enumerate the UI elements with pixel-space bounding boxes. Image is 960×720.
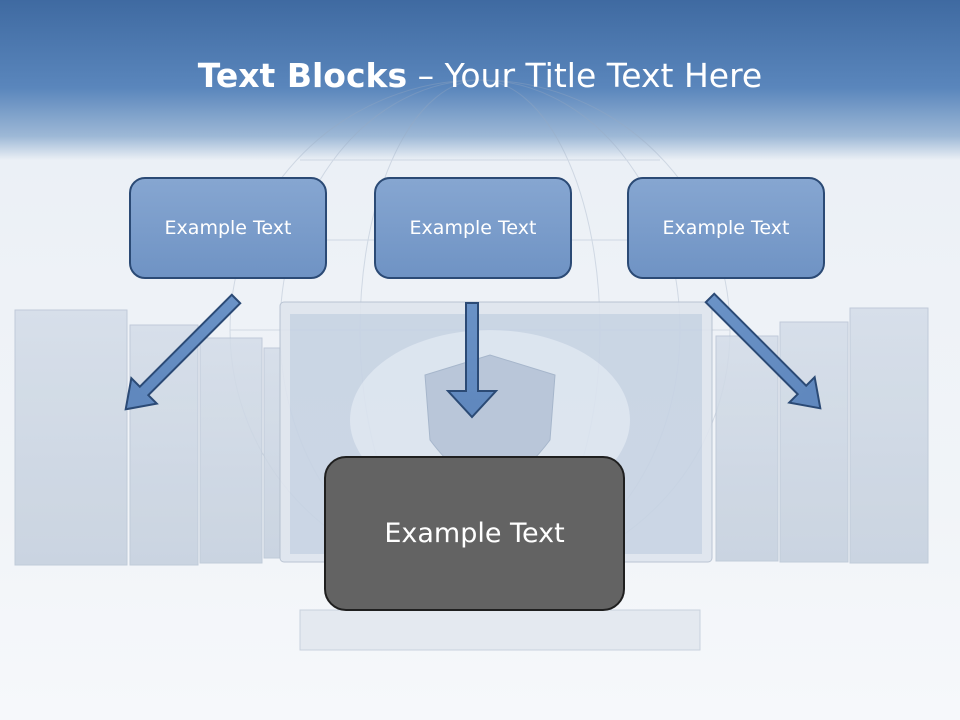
text-block-1[interactable]: Example Text xyxy=(129,177,327,279)
text-block-3[interactable]: Example Text xyxy=(627,177,825,279)
center-text-block[interactable]: Example Text xyxy=(324,456,625,611)
arrow-right-icon xyxy=(704,292,822,410)
center-text-block-label: Example Text xyxy=(384,518,565,549)
arrow-left-icon xyxy=(124,293,242,411)
title-rest: – Your Title Text Here xyxy=(407,56,763,95)
text-block-2[interactable]: Example Text xyxy=(374,177,572,279)
text-block-3-label: Example Text xyxy=(662,217,790,239)
server-racks-right xyxy=(715,307,929,564)
title-band xyxy=(0,0,960,160)
arrow-down-icon xyxy=(445,302,499,419)
text-block-1-label: Example Text xyxy=(164,217,292,239)
text-block-2-label: Example Text xyxy=(409,217,537,239)
title-bold: Text Blocks xyxy=(197,56,408,95)
server-racks-left xyxy=(14,309,281,566)
slide-title: Text Blocks – Your Title Text Here xyxy=(0,56,960,95)
